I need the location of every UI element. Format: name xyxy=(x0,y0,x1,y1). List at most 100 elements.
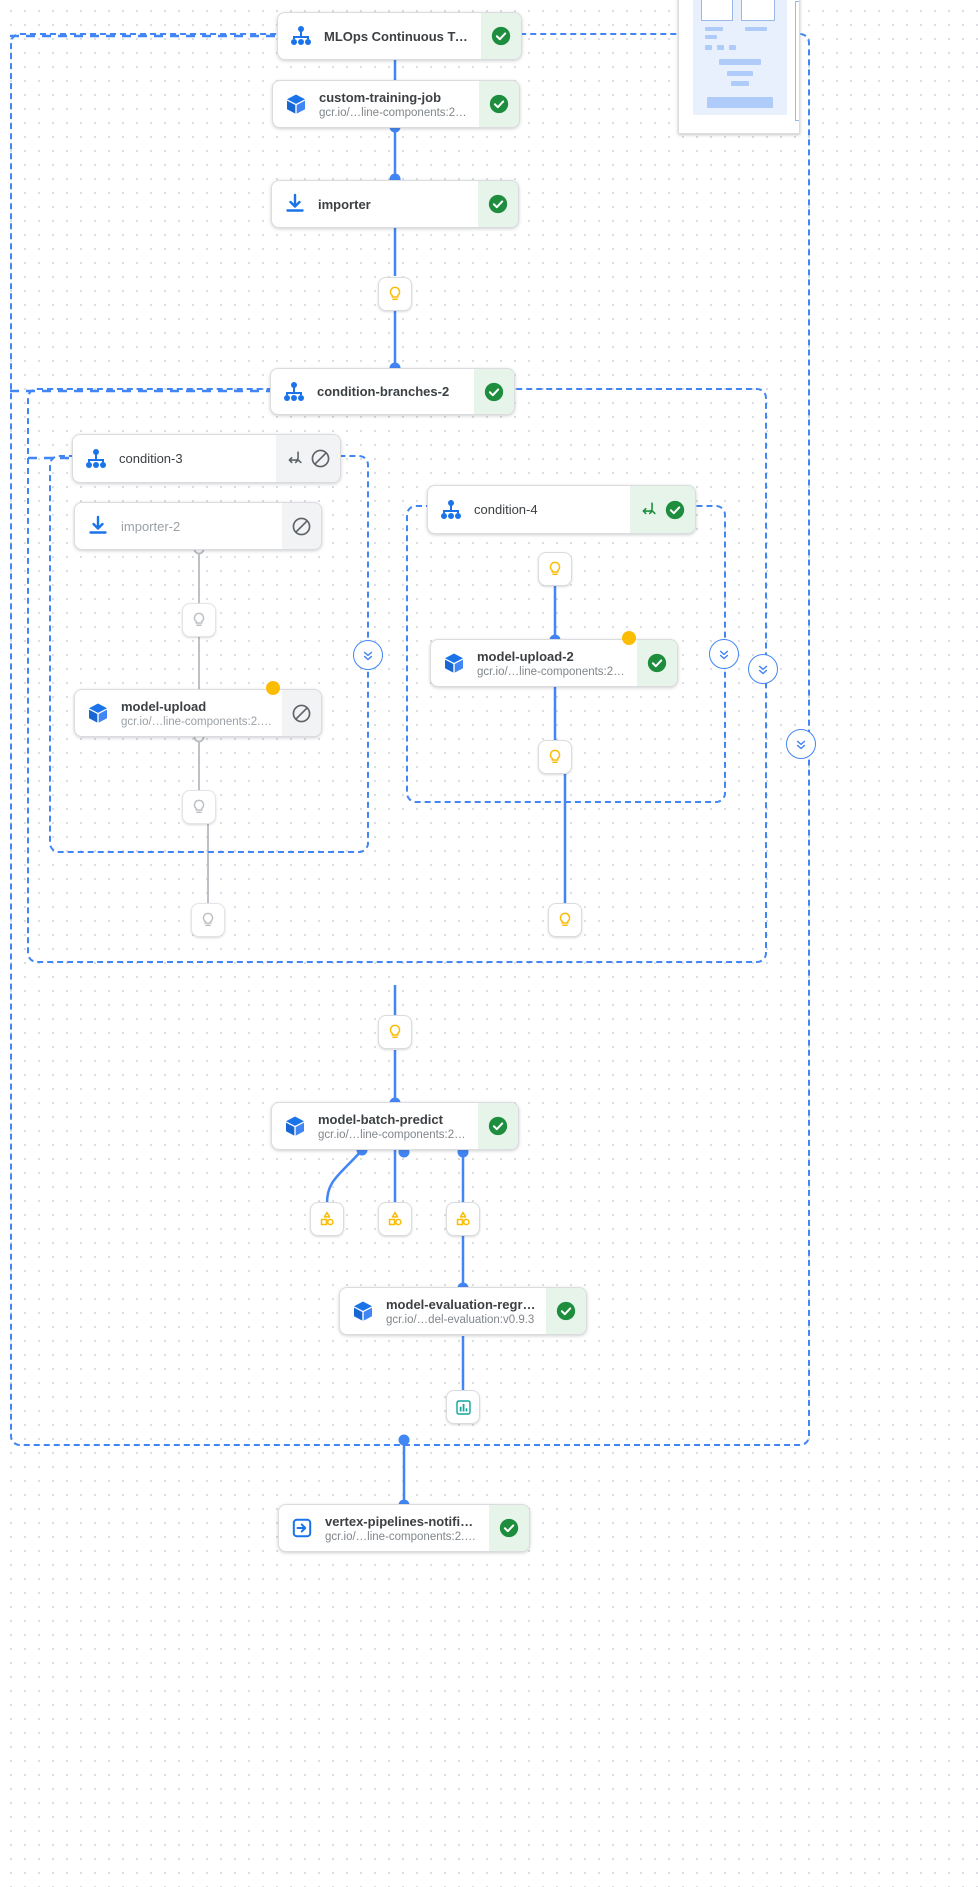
node-title: vertex-pipelines-notificat… xyxy=(325,1513,479,1529)
minimap-node xyxy=(701,0,733,21)
node-text: condition-branches-2 xyxy=(317,369,474,414)
minimap-bar xyxy=(705,35,717,39)
status-badge xyxy=(282,690,321,736)
status-badge xyxy=(276,435,340,482)
node-title: model-upload xyxy=(121,698,207,714)
collapse-chevrons-icon xyxy=(796,740,806,750)
check-circle-icon xyxy=(488,194,508,214)
node-model-upload-2[interactable]: model-upload-2 gcr.io/…line-components:2… xyxy=(430,639,678,687)
check-circle-icon xyxy=(647,653,667,673)
node-text: importer xyxy=(318,181,478,227)
skipped-circle-icon xyxy=(292,704,311,722)
node-title: custom-training-job xyxy=(319,89,442,105)
node-title: model-evaluation-regres… xyxy=(386,1296,536,1312)
artifact-bulb-icon[interactable] xyxy=(378,277,412,311)
artifact-bulb-icon[interactable] xyxy=(538,552,572,586)
component-cube-icon xyxy=(75,690,121,736)
node-text: model-upload-2 gcr.io/…line-components:2… xyxy=(477,640,637,686)
status-badge xyxy=(637,640,677,686)
node-model-upload[interactable]: model-upload gcr.io/…line-components:2.6… xyxy=(74,689,322,737)
branch-merge-icon xyxy=(642,502,656,515)
minimap-node xyxy=(741,0,775,21)
check-circle-icon xyxy=(488,1116,508,1136)
status-badge xyxy=(478,1103,518,1149)
node-subtitle: gcr.io/…line-components:2.6.0 xyxy=(477,665,627,678)
node-model-batch-predict[interactable]: model-batch-predict gcr.io/…line-compone… xyxy=(271,1102,519,1150)
node-text: vertex-pipelines-notificat… gcr.io/…line… xyxy=(325,1505,489,1551)
pipeline-hierarchy-icon xyxy=(73,435,119,482)
minimap-bar xyxy=(717,45,724,50)
artifact-bulb-icon[interactable] xyxy=(538,740,572,774)
node-title: importer-2 xyxy=(121,518,181,534)
node-title: condition-branches-2 xyxy=(317,384,450,399)
status-badge xyxy=(478,181,518,227)
collapse-chevrons-icon xyxy=(758,665,768,675)
node-text: condition-4 xyxy=(474,486,630,533)
dag-minimap[interactable] xyxy=(678,0,800,134)
node-text: custom-training-job gcr.io/…line-compone… xyxy=(319,81,479,127)
check-circle-icon xyxy=(489,94,509,114)
artifact-bulb-icon[interactable] xyxy=(182,790,216,824)
collapse-branches-button[interactable] xyxy=(748,654,778,684)
node-title: model-batch-predict xyxy=(318,1111,443,1127)
collapse-outer-button[interactable] xyxy=(786,729,816,759)
artifact-bulb-icon[interactable] xyxy=(182,603,216,637)
node-mlops-continuous-training[interactable]: MLOps Continuous Traini… xyxy=(277,12,522,60)
minimap-bar xyxy=(707,97,773,108)
artifact-shapes-icon[interactable] xyxy=(310,1202,344,1236)
warning-dot-model-upload[interactable] xyxy=(266,681,280,695)
minimap-bar xyxy=(729,45,736,50)
pipeline-hierarchy-icon xyxy=(278,13,324,59)
node-text: MLOps Continuous Traini… xyxy=(324,13,481,59)
component-cube-icon xyxy=(273,81,319,127)
minimap-bar xyxy=(745,27,767,31)
skipped-circle-icon xyxy=(311,449,330,468)
artifact-bulb-icon[interactable] xyxy=(548,903,582,937)
node-title: condition-4 xyxy=(474,502,538,517)
collapse-condition-4-button[interactable] xyxy=(709,639,739,669)
component-cube-icon xyxy=(340,1288,386,1334)
exit-arrow-icon xyxy=(279,1505,325,1551)
check-circle-icon xyxy=(499,1518,519,1538)
check-circle-icon xyxy=(665,500,685,519)
collapse-condition-3-button[interactable] xyxy=(353,640,383,670)
artifact-bulb-icon[interactable] xyxy=(378,1015,412,1049)
metrics-chart-icon[interactable] xyxy=(446,1390,480,1424)
status-badge xyxy=(479,81,519,127)
node-title: model-upload-2 xyxy=(477,648,574,664)
node-importer-2[interactable]: importer-2 xyxy=(74,502,322,550)
node-subtitle: gcr.io/…line-components:2.6.0 xyxy=(318,1128,468,1141)
node-subtitle: gcr.io/…del-evaluation:v0.9.3 xyxy=(386,1313,535,1326)
status-badge xyxy=(474,369,514,414)
minimap-bar xyxy=(731,81,749,86)
component-cube-icon xyxy=(431,640,477,686)
node-subtitle: gcr.io/…line-components:2.6.0 xyxy=(121,715,272,728)
status-badge xyxy=(481,13,521,59)
node-text: model-batch-predict gcr.io/…line-compone… xyxy=(318,1103,478,1149)
node-importer[interactable]: importer xyxy=(271,180,519,228)
import-download-icon xyxy=(75,503,121,549)
minimap-bar xyxy=(705,45,712,50)
node-custom-training-job[interactable]: custom-training-job gcr.io/…line-compone… xyxy=(272,80,520,128)
node-vertex-pipelines-notification[interactable]: vertex-pipelines-notificat… gcr.io/…line… xyxy=(278,1504,530,1552)
node-condition-3[interactable]: condition-3 xyxy=(72,434,341,483)
warning-dot-model-upload-2[interactable] xyxy=(622,631,636,645)
node-model-evaluation-regression[interactable]: model-evaluation-regres… gcr.io/…del-eva… xyxy=(339,1287,587,1335)
artifact-shapes-icon[interactable] xyxy=(378,1202,412,1236)
node-text: model-upload gcr.io/…line-components:2.6… xyxy=(121,690,282,736)
node-subtitle: gcr.io/…line-components:2.6.0 xyxy=(325,1530,479,1543)
node-condition-branches-2[interactable]: condition-branches-2 xyxy=(270,368,515,415)
status-badge xyxy=(282,503,321,549)
status-badge xyxy=(546,1288,586,1334)
check-circle-icon xyxy=(484,382,504,401)
artifact-shapes-icon[interactable] xyxy=(446,1202,480,1236)
node-title: MLOps Continuous Traini… xyxy=(324,28,471,44)
minimap-edge-panel xyxy=(795,1,799,121)
artifact-bulb-icon[interactable] xyxy=(191,903,225,937)
status-badge xyxy=(489,1505,529,1551)
import-download-icon xyxy=(272,181,318,227)
node-condition-4[interactable]: condition-4 xyxy=(427,485,696,534)
check-circle-icon xyxy=(556,1301,576,1321)
node-text: importer-2 xyxy=(121,503,282,549)
